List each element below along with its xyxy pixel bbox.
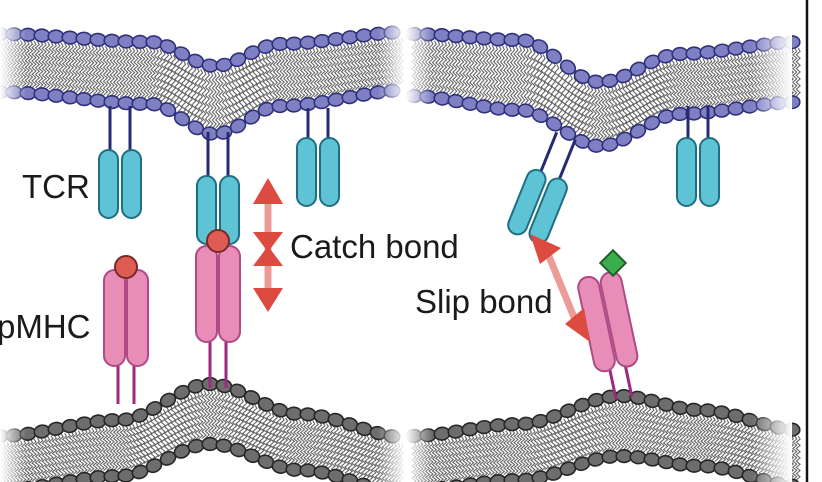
tcr-molecule — [296, 108, 340, 207]
catch-arrow-mid-down — [253, 232, 283, 252]
pmhc-molecule — [103, 269, 149, 404]
tcr-molecule — [507, 131, 577, 244]
mhc-alpha2 — [126, 269, 149, 367]
tcr-molecule — [676, 106, 720, 207]
slip-arrow-head-down — [565, 308, 590, 342]
bottom-membrane-left — [0, 376, 404, 482]
lipid-head-inner — [461, 477, 479, 482]
tcr-alpha-chain — [676, 137, 697, 207]
tcr-label: TCR — [22, 168, 90, 205]
lipid-head-inner — [33, 478, 51, 482]
lipid-head-inner — [341, 473, 359, 482]
lipid-heads — [405, 388, 801, 482]
lipid-tails — [411, 39, 801, 141]
lipid-head-inner — [201, 436, 219, 452]
lipid-head-inner — [117, 468, 135, 482]
lipid-heads — [0, 376, 401, 482]
lipid-head-inner — [783, 478, 801, 482]
tcr-beta-chain — [121, 149, 142, 219]
tcr-alpha-chain — [507, 168, 547, 236]
lipid-heads — [0, 25, 401, 141]
tcr-beta-chain — [319, 137, 340, 207]
tcr-molecule — [98, 106, 142, 219]
lipid-head-inner — [47, 476, 65, 482]
mhc-alpha1 — [103, 269, 126, 367]
catch-arrow-head-down — [253, 288, 283, 312]
mhc-alpha1 — [195, 245, 218, 343]
tcr-beta-chain — [699, 137, 720, 207]
top-membrane-left — [0, 25, 404, 141]
catch-bond-label: Catch bond — [290, 228, 459, 265]
lipid-head-inner — [545, 116, 563, 132]
lipid-head-inner — [447, 479, 465, 482]
lipid-tails — [0, 37, 404, 129]
mhc-alpha2 — [218, 245, 241, 343]
lipid-head-outer — [545, 48, 563, 64]
slip-arrow-shaft — [544, 252, 580, 324]
peptide-green — [598, 248, 628, 278]
pmhc-label: pMHC — [0, 308, 91, 345]
tcr-alpha-chain — [296, 137, 317, 207]
arrows — [253, 178, 590, 342]
edge-fade-center-right — [406, 0, 432, 482]
tcr-alpha-chain — [98, 149, 119, 219]
catch-arrow-head-up — [253, 178, 283, 204]
tcr-molecule — [196, 132, 240, 245]
peptide-red-bound — [206, 229, 230, 253]
slip-bond-label: Slip bond — [415, 283, 553, 320]
slip-arrow-head-up — [530, 234, 561, 264]
lipid-head-outer — [559, 59, 577, 75]
peptide-red-free — [114, 255, 138, 279]
pmhc-stalk — [116, 360, 136, 404]
pmhc-stalk — [208, 336, 228, 388]
pmhc-molecule — [195, 245, 241, 388]
lipid-tails — [0, 389, 404, 482]
lipid-head-inner — [229, 118, 247, 134]
lipid-head-inner — [173, 111, 191, 127]
catch-arrow-mid-up — [253, 246, 283, 266]
lipid-head-inner — [159, 102, 177, 118]
lipid-head-outer — [531, 39, 549, 55]
edge-fade-left — [0, 0, 26, 482]
edge-fade-center-left — [378, 0, 406, 482]
top-membrane-right — [405, 26, 801, 153]
bottom-membrane-right — [405, 388, 801, 482]
edge-fade-right — [752, 0, 792, 482]
